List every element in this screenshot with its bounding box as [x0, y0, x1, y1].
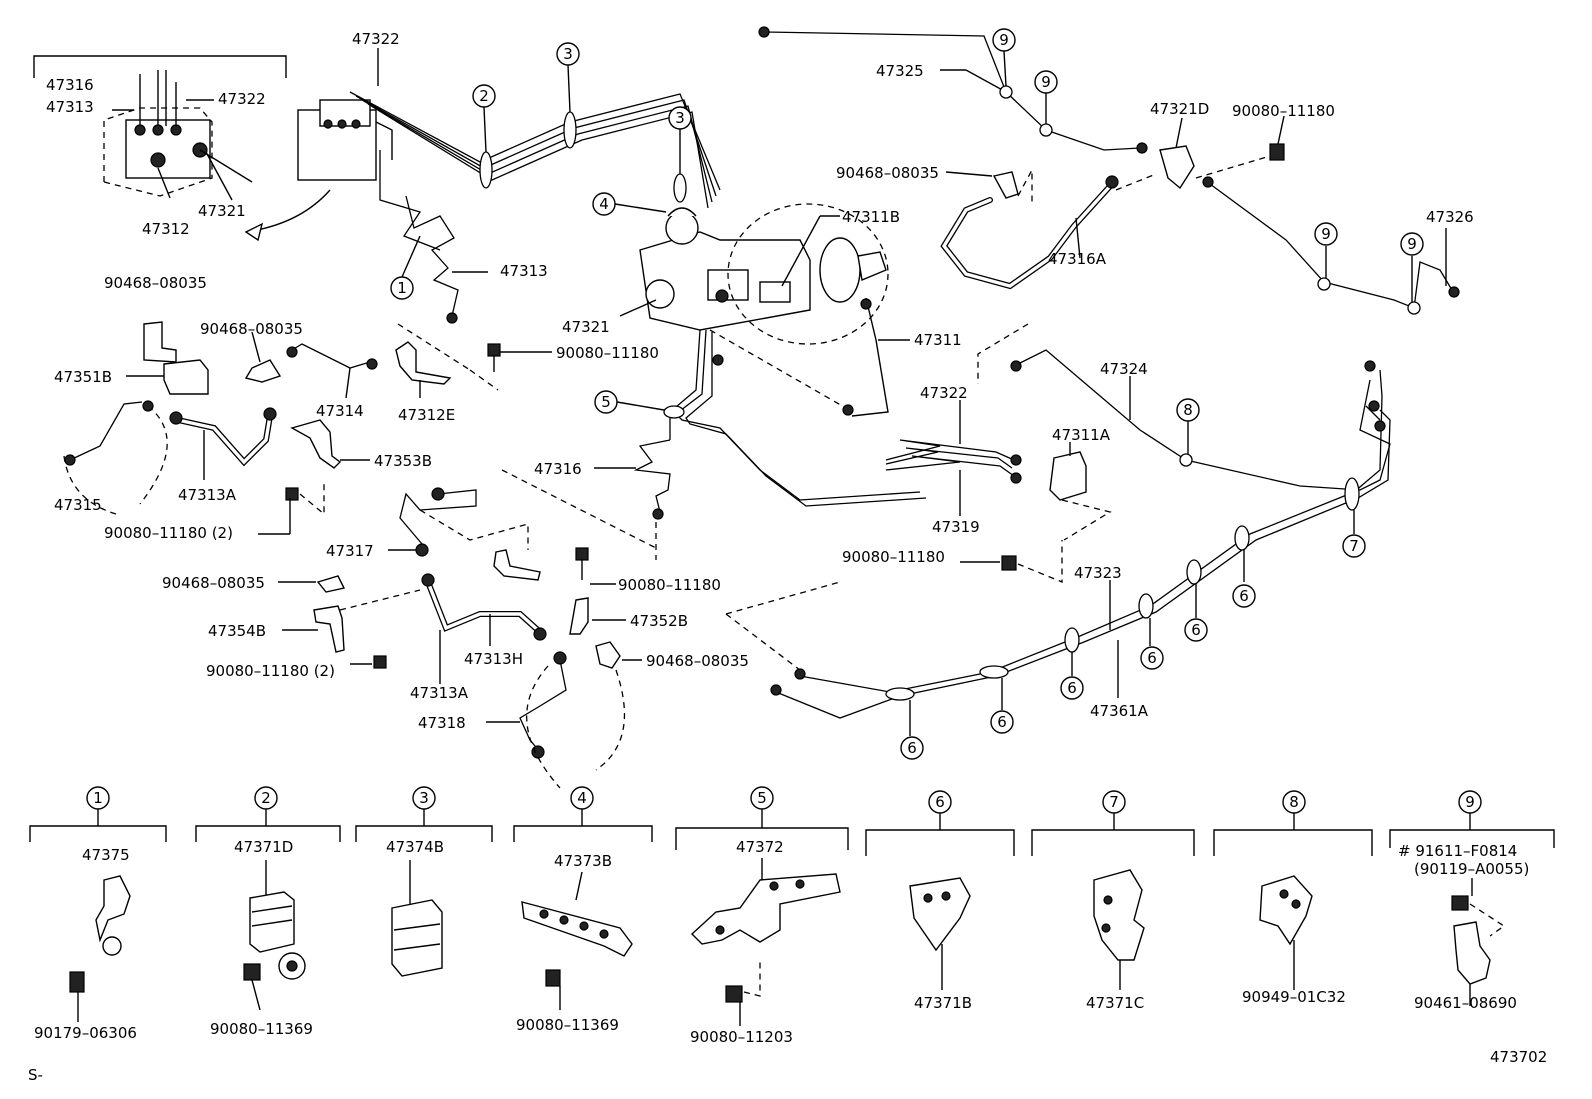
legend-6-num: 6 [935, 793, 945, 811]
callout-9c: 9 [1321, 225, 1331, 243]
legend-1-num: 1 [93, 789, 103, 807]
callout-6d: 6 [1147, 649, 1157, 667]
label-47322-right: 47322 [920, 384, 968, 402]
callout-9b: 9 [1041, 73, 1051, 91]
callout-2: 2 [479, 87, 489, 105]
label-47313-inset: 47313 [46, 98, 94, 116]
label-47315: 47315 [54, 496, 102, 514]
main-brake-lines [725, 349, 1391, 736]
label-47322-inset: 47322 [218, 90, 266, 108]
legend-row: 1 47375 90179–06306 2 47371D 90080–11369… [29, 786, 1555, 1046]
legend-1-part: 47375 [82, 846, 130, 864]
legend-5-fastener: 90080–11203 [690, 1028, 793, 1046]
label-47318: 47318 [418, 714, 466, 732]
callout-9d: 9 [1407, 235, 1417, 253]
label-47313A-left: 47313A [178, 486, 237, 504]
legend-2-part: 47371D [234, 838, 293, 856]
legend-5-num: 5 [757, 789, 767, 807]
legend-9-fastener: 90461–08690 [1414, 994, 1517, 1012]
legend-4-fastener: 90080–11369 [516, 1016, 619, 1034]
legend-5-part: 47372 [736, 838, 784, 856]
label-90080-2a: 90080–11180 (2) [104, 524, 233, 542]
label-47313-mid: 47313 [500, 262, 548, 280]
label-47316A: 47316A [1048, 250, 1107, 268]
callout-6f: 6 [1239, 587, 1249, 605]
legend-1-fastener: 90179–06306 [34, 1024, 137, 1042]
callout-1: 1 [397, 279, 407, 297]
rear-brake-lines [758, 26, 1460, 384]
legend-4-num: 4 [577, 789, 587, 807]
legend-4-part: 47373B [554, 852, 612, 870]
legend-6-fastener: 47371B [914, 994, 972, 1012]
label-47313A-low: 47313A [410, 684, 469, 702]
label-47353B: 47353B [374, 452, 432, 470]
footer-prefix: S- [28, 1066, 43, 1084]
label-90468-low2: 90468–08035 [646, 652, 749, 670]
left-center-pipes [63, 195, 552, 535]
callout-6b: 6 [997, 713, 1007, 731]
legend-9-part2: (90119–A0055) [1414, 860, 1529, 878]
label-90468-right: 90468–08035 [836, 164, 939, 182]
label-90468-left: 90468–08035 [104, 274, 207, 292]
label-90080-c: 90080–11180 [842, 548, 945, 566]
label-47354B: 47354B [208, 622, 266, 640]
callout-8: 8 [1183, 401, 1193, 419]
callout-4: 4 [599, 195, 609, 213]
legend-7-fastener: 47371C [1086, 994, 1144, 1012]
label-47314: 47314 [316, 402, 364, 420]
label-47321D: 47321D [1150, 100, 1209, 118]
label-47325: 47325 [876, 62, 924, 80]
label-47321-mid: 47321 [562, 318, 610, 336]
legend-7-num: 7 [1109, 793, 1119, 811]
label-47312E: 47312E [398, 406, 455, 424]
label-90468-mid: 90468–08035 [200, 320, 303, 338]
master-cylinder-area [297, 48, 927, 507]
callout-3b: 3 [675, 109, 685, 127]
label-47324: 47324 [1100, 360, 1148, 378]
label-47312-inset: 47312 [142, 220, 190, 238]
label-47322-top: 47322 [352, 30, 400, 48]
label-47361A: 47361A [1090, 702, 1149, 720]
label-90468-low: 90468–08035 [162, 574, 265, 592]
callout-5: 5 [601, 393, 611, 411]
callout-6a: 6 [907, 739, 917, 757]
label-47323: 47323 [1074, 564, 1122, 582]
label-47319: 47319 [932, 518, 980, 536]
label-90080-2b: 90080–11180 (2) [206, 662, 335, 680]
callout-6c: 6 [1067, 679, 1077, 697]
legend-8-fastener: 90949–01C32 [1242, 988, 1346, 1006]
label-47317: 47317 [326, 542, 374, 560]
lower-center-pipes [278, 439, 671, 789]
callout-6e: 6 [1191, 621, 1201, 639]
label-47311B: 47311B [842, 208, 900, 226]
figure-number: 473702 [1490, 1048, 1547, 1066]
label-90080-a: 90080–11180 [556, 344, 659, 362]
label-47351B: 47351B [54, 368, 112, 386]
callout-3a: 3 [563, 45, 573, 63]
legend-8-num: 8 [1289, 793, 1299, 811]
legend-9-num: 9 [1465, 793, 1475, 811]
label-47316-inset: 47316 [46, 76, 94, 94]
label-47313H: 47313H [464, 650, 523, 668]
label-47352B: 47352B [630, 612, 688, 630]
label-47326: 47326 [1426, 208, 1474, 226]
label-47311A: 47311A [1052, 426, 1111, 444]
legend-2-fastener: 90080–11369 [210, 1020, 313, 1038]
callout-9a: 9 [999, 31, 1009, 49]
label-90080-b: 90080–11180 [618, 576, 721, 594]
callouts: 1 2 3 3 4 5 6 6 6 6 6 6 7 8 9 [390, 28, 1424, 760]
label-47316-mid: 47316 [534, 460, 582, 478]
legend-3-num: 3 [419, 789, 429, 807]
legend-2-num: 2 [261, 789, 271, 807]
legend-3-part: 47374B [386, 838, 444, 856]
label-47311: 47311 [914, 331, 962, 349]
inset-master-cylinder-detail [33, 55, 331, 242]
label-90080-top: 90080–11180 [1232, 102, 1335, 120]
label-47321-inset: 47321 [198, 202, 246, 220]
callout-7: 7 [1349, 537, 1359, 555]
legend-9-part: # 91611–F0814 [1398, 842, 1517, 860]
